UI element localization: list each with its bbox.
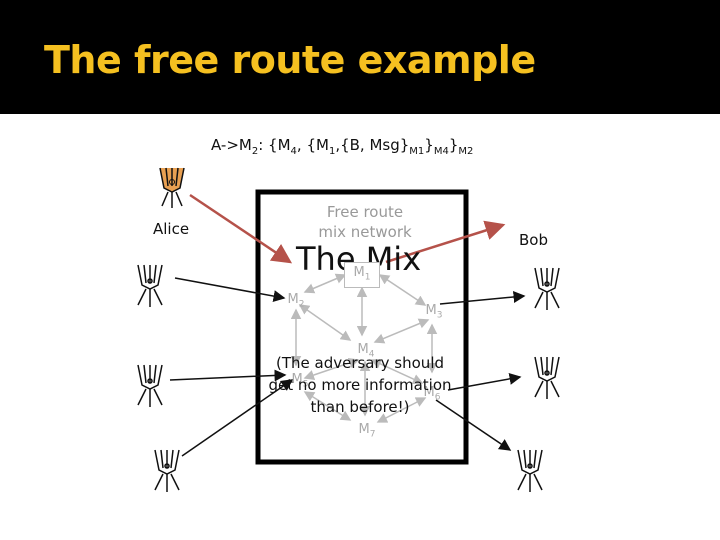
node-name: M bbox=[359, 422, 370, 437]
mix-node-m3: M3 bbox=[422, 303, 446, 321]
alice-label: Alice bbox=[153, 220, 189, 238]
node-name: M bbox=[354, 265, 365, 280]
mix-node-m1-label: M1 bbox=[350, 265, 374, 283]
alice-figure-icon bbox=[160, 168, 184, 208]
adversary-note: (The adversary should get no more inform… bbox=[262, 352, 458, 418]
bob-label: Bob bbox=[519, 231, 548, 249]
node-sub: 1 bbox=[365, 273, 371, 283]
network-label: Free route mix network bbox=[300, 202, 430, 242]
mix-node-m7: M7 bbox=[355, 422, 379, 440]
node-sub: 7 bbox=[370, 430, 376, 440]
node-name: M bbox=[288, 292, 299, 307]
node-name: M bbox=[426, 303, 437, 318]
node-sub: 3 bbox=[437, 311, 443, 321]
node-sub: 2 bbox=[299, 300, 305, 310]
mix-node-m2: M2 bbox=[284, 292, 308, 310]
network-label-text: Free route mix network bbox=[318, 203, 411, 241]
